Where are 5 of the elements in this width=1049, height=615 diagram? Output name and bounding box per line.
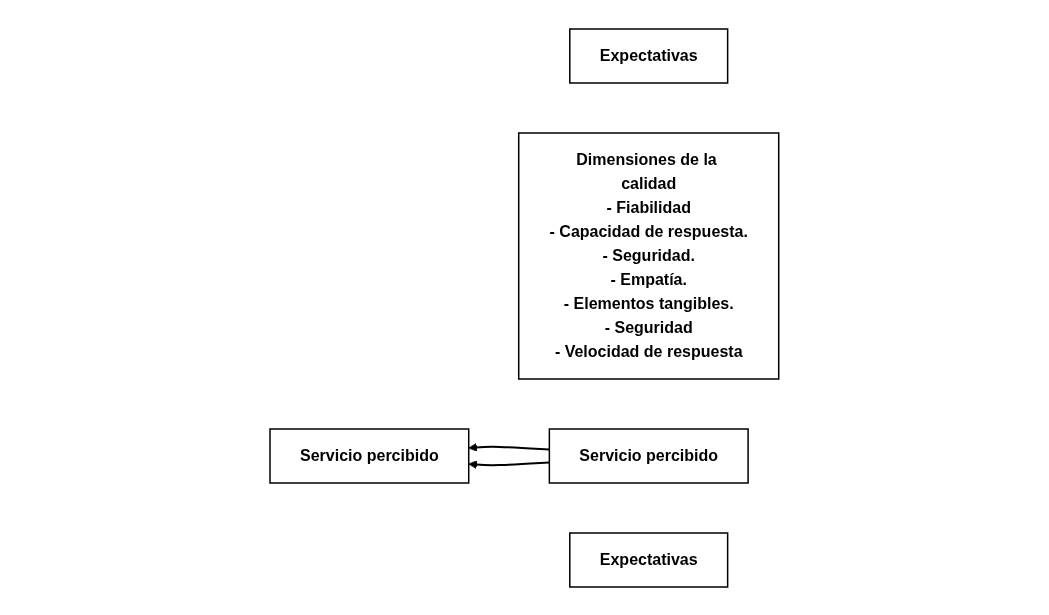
node-box: Dimensiones de la calidad - Fiabilidad - Capacidad de respuesta. - Seguridad. - Empatía. - Elementos tangibles. - Seguridad - Velocidad de respuesta	[518, 131, 780, 380]
node-box: Servicio percibido	[548, 427, 749, 484]
node-box: Expectativas	[569, 27, 729, 84]
node-box: Servicio percibido	[269, 427, 470, 484]
node-box: Expectativas	[569, 531, 729, 588]
